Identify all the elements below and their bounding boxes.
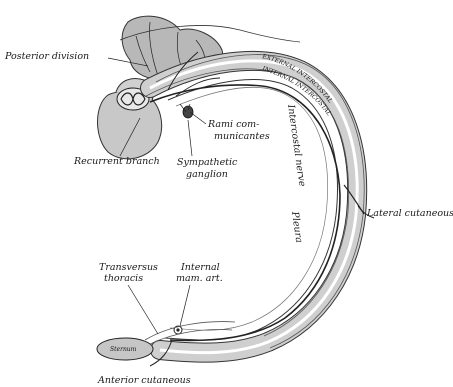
sternum: Sternum — [97, 338, 153, 360]
internal-mammary-label-1: Internal — [180, 262, 220, 273]
recurrent-branch-label: Recurrent branch — [73, 156, 160, 167]
rami-communicantes-label-1: Rami com- — [207, 119, 259, 130]
transversus-thoracis-label-1: Transversus — [99, 262, 158, 273]
pleura-label: Pleura — [289, 210, 304, 244]
lateral-cutaneous-label: Lateral cutaneous — [366, 208, 453, 219]
anterior-cutaneous-label: Anterior cutaneous — [97, 375, 191, 386]
sympathetic-ganglion — [180, 104, 193, 118]
sympathetic-ganglion-label-1: Sympathetic — [177, 157, 238, 168]
sternum-label: Sternum — [110, 346, 137, 353]
posterior-division-label: Posterior division — [4, 51, 89, 62]
internal-mammary-label-2: mam. art. — [176, 273, 223, 284]
sympathetic-ganglion-label-2: ganglion — [186, 169, 228, 180]
intercostal-nerve-label: Intercostal nerve — [285, 103, 308, 188]
rami-communicantes-label-2: municantes — [214, 131, 270, 142]
transversus-thoracis-label-2: thoracis — [104, 273, 143, 284]
transversus-thoracis — [145, 322, 235, 340]
